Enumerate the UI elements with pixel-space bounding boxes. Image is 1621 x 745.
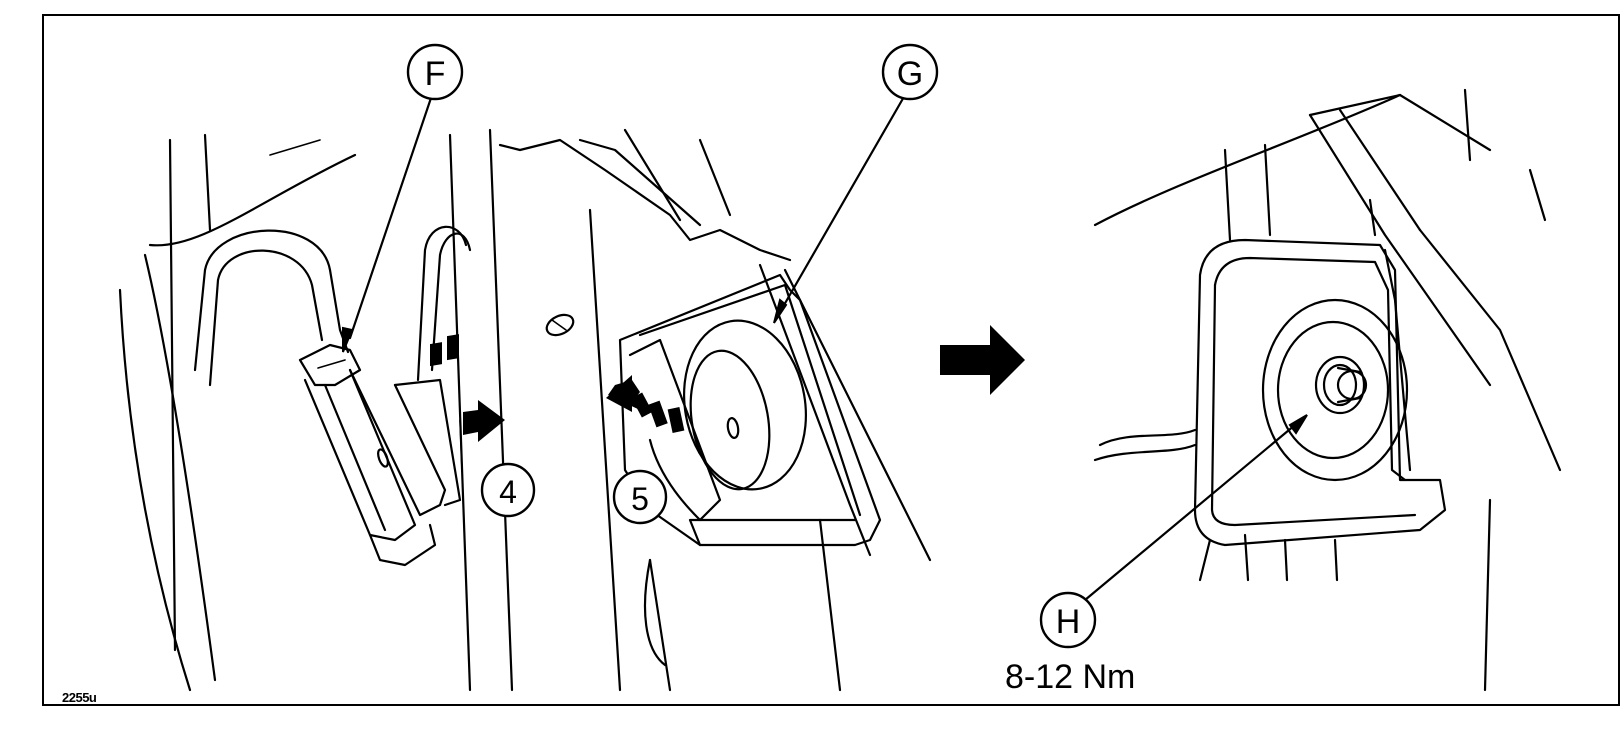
leader-g-arrowhead (773, 298, 788, 324)
leader-f-arrowhead (342, 326, 354, 353)
step-4-label: 4 (499, 474, 517, 510)
figure-code: 2255u (62, 690, 97, 705)
callout-h-label: H (1056, 603, 1081, 641)
step-5-label: 5 (631, 481, 649, 517)
step-5-marker: 5 (612, 469, 668, 525)
connector-f (298, 343, 462, 567)
bracket-g (618, 273, 882, 547)
callout-f: F (406, 43, 464, 101)
leader-h (1083, 423, 1297, 602)
step-4-arrow (430, 334, 505, 442)
callout-g: G (881, 43, 939, 101)
figure-border (42, 14, 1620, 706)
leader-g (778, 93, 907, 314)
callout-g-label: G (897, 55, 923, 93)
callout-f-label: F (425, 55, 446, 93)
step-4-marker: 4 (480, 462, 536, 518)
mounting-plate (1193, 238, 1447, 547)
step-5-arrow (606, 375, 685, 433)
fastener-slot (545, 313, 575, 337)
leader-f (348, 93, 434, 340)
callout-h: H (1039, 591, 1097, 649)
left-scene (118, 128, 575, 692)
middle-scene (498, 128, 932, 692)
nut-h (1314, 355, 1368, 415)
right-scene (1093, 88, 1562, 692)
transition-arrow (940, 325, 1025, 395)
leader-h-arrowhead (1288, 414, 1308, 435)
torque-label: 8-12 Nm (1005, 658, 1135, 696)
